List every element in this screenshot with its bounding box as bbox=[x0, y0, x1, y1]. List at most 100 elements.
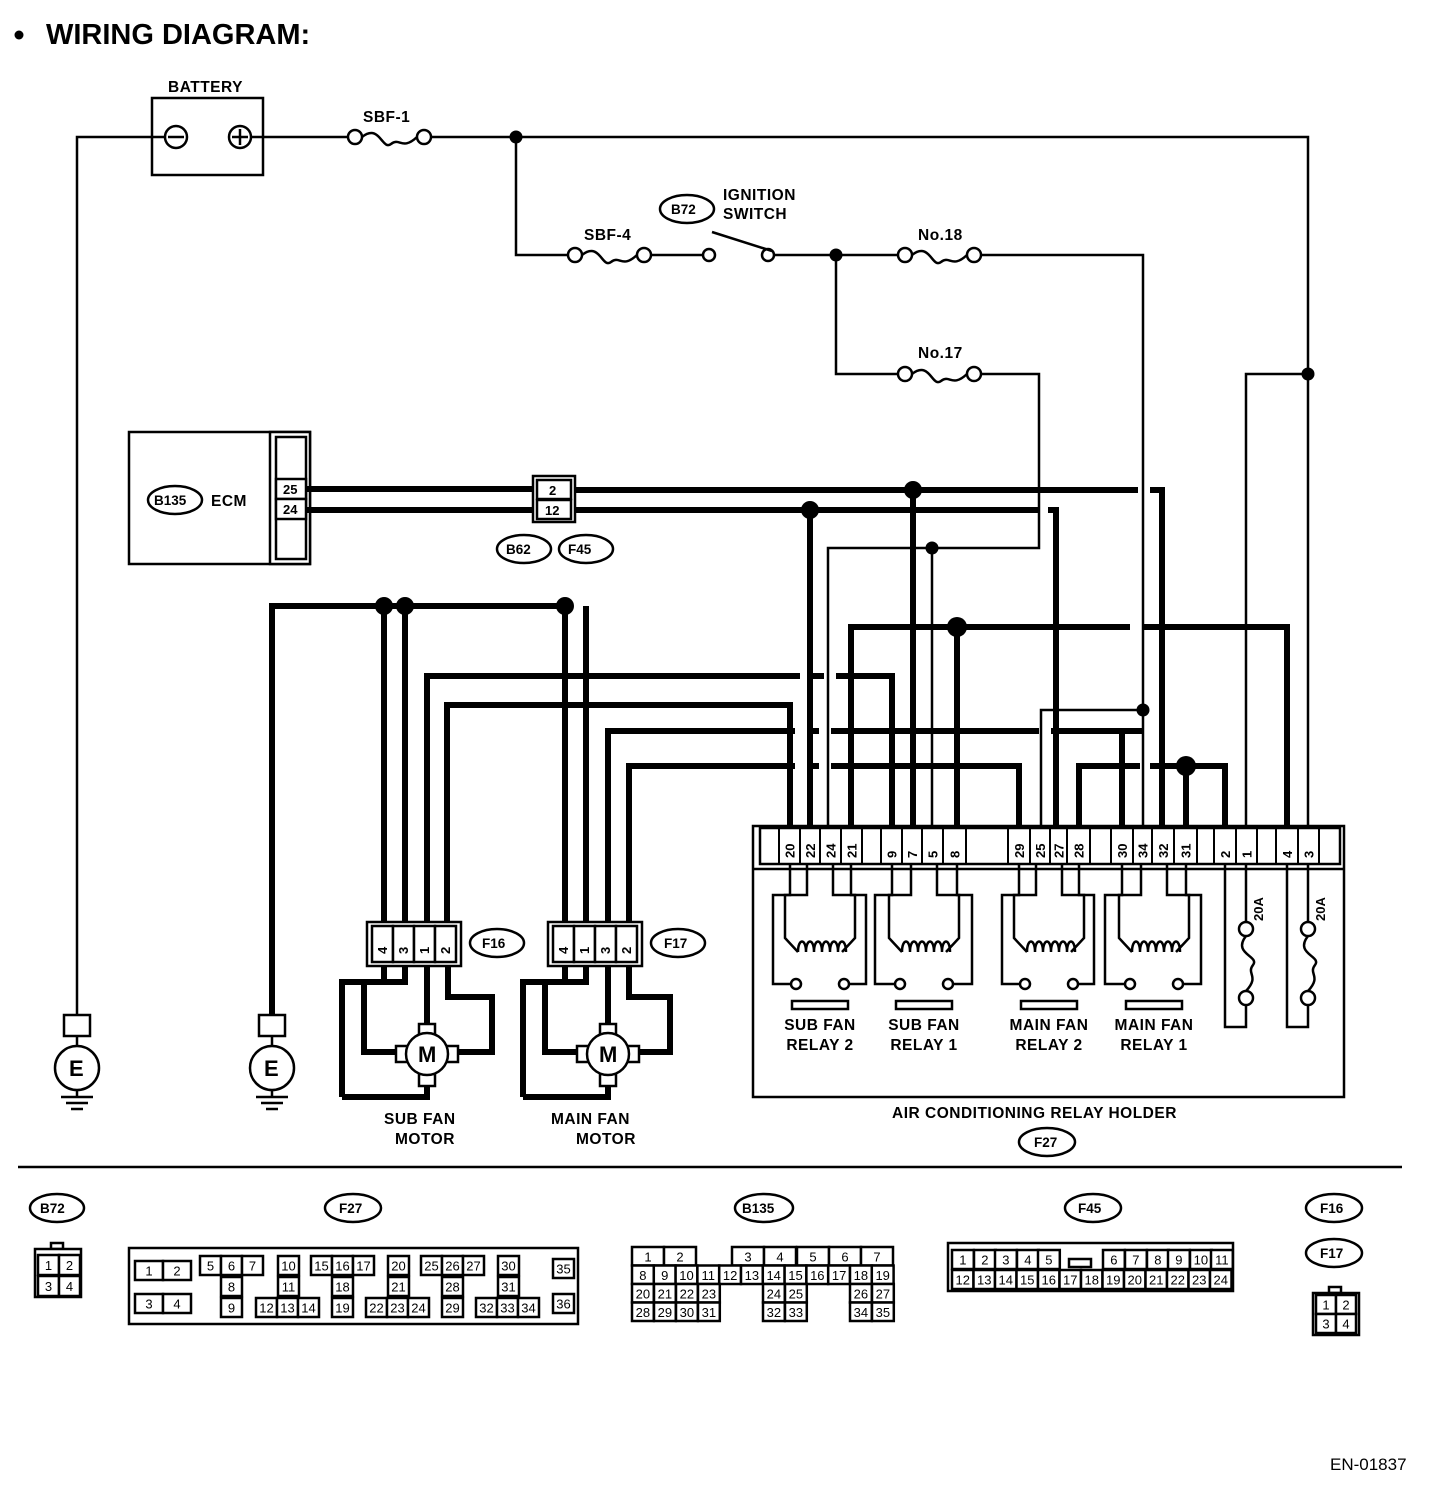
relay-holder-code: F27 bbox=[1034, 1135, 1057, 1150]
fuse-sbf4: SBF-4 bbox=[566, 227, 653, 265]
relay-label-4: MAIN FAN bbox=[1115, 1017, 1194, 1034]
b135-pin-11: 11 bbox=[702, 1268, 716, 1283]
f45-pin-7: 7 bbox=[1132, 1253, 1139, 1268]
inline-connector: 2 12 B62 F45 bbox=[495, 474, 615, 565]
f45-pin-21: 21 bbox=[1149, 1273, 1163, 1288]
f45-pin-13: 13 bbox=[977, 1273, 991, 1288]
relay-holder-pin-28: 28 bbox=[1072, 844, 1087, 858]
battery-label: BATTERY bbox=[168, 79, 243, 96]
ground-left: E bbox=[53, 1013, 101, 1111]
relay-4: MAIN FAN RELAY 1 bbox=[1103, 864, 1203, 1054]
relay-holder-pin-22: 22 bbox=[803, 844, 818, 858]
f27-pin-8: 8 bbox=[228, 1280, 235, 1295]
relay-holder-pin-32: 32 bbox=[1156, 844, 1171, 858]
relay-holder-pin-30: 30 bbox=[1115, 844, 1130, 858]
f27-pin-34: 34 bbox=[521, 1301, 535, 1316]
b135-pin-33: 33 bbox=[789, 1305, 803, 1320]
main_fan_pins-pin-1: 1 bbox=[577, 947, 592, 954]
b135-pin-19: 19 bbox=[875, 1268, 889, 1283]
relay-label-4-line-2: RELAY 1 bbox=[1120, 1037, 1187, 1054]
f27-pin-17: 17 bbox=[356, 1259, 370, 1274]
b135-pin-14: 14 bbox=[766, 1268, 780, 1283]
b135-pin-15: 15 bbox=[788, 1268, 802, 1283]
relay-label-2: SUB FAN bbox=[888, 1017, 960, 1034]
f45-pin-1: 1 bbox=[959, 1253, 966, 1268]
b135-pin-17: 17 bbox=[832, 1268, 846, 1283]
f27-pin-22: 22 bbox=[369, 1301, 383, 1316]
b72-pin-1: 1 bbox=[45, 1258, 52, 1273]
f27-pin-24: 24 bbox=[411, 1301, 425, 1316]
b135-pin-9: 9 bbox=[661, 1268, 668, 1283]
connector-f27-code: F27 bbox=[339, 1201, 362, 1216]
main_fan_pins-pin-3: 3 bbox=[598, 947, 613, 954]
b135-pin-30: 30 bbox=[680, 1305, 694, 1320]
relay-holder-pin-21: 21 bbox=[845, 844, 860, 858]
fuse-20a-label-1: 20A bbox=[1251, 897, 1266, 921]
b135-pin-16: 16 bbox=[810, 1268, 824, 1283]
main_fan_pins-pin-2: 2 bbox=[619, 947, 634, 954]
ecm-code: B135 bbox=[154, 493, 187, 508]
f45-pin-23: 23 bbox=[1192, 1273, 1206, 1288]
b72-pin-2: 2 bbox=[66, 1258, 73, 1273]
f27-pin-36: 36 bbox=[556, 1297, 570, 1312]
relay-holder-pin-34: 34 bbox=[1136, 843, 1151, 858]
relay-holder-pin-25: 25 bbox=[1033, 844, 1048, 858]
f27-pin-16: 16 bbox=[335, 1259, 349, 1274]
f27-pin-9: 9 bbox=[228, 1301, 235, 1316]
f27-pin-21: 21 bbox=[391, 1280, 405, 1295]
f45-pin-18: 18 bbox=[1085, 1273, 1099, 1288]
inline-pin-12: 12 bbox=[545, 503, 559, 518]
b135-pin-1: 1 bbox=[644, 1249, 651, 1264]
ecm-pin-25: 25 bbox=[283, 482, 297, 497]
f27-pin-33: 33 bbox=[500, 1301, 514, 1316]
sub_fan_pins-pin-1: 1 bbox=[417, 947, 432, 954]
relay-label-1: SUB FAN bbox=[784, 1017, 856, 1034]
inline-pin-2: 2 bbox=[549, 483, 556, 498]
main_fan_pins-pin-4: 4 bbox=[556, 946, 571, 954]
b135-pin-26: 26 bbox=[854, 1286, 868, 1301]
relay-2: SUB FAN RELAY 1 bbox=[873, 864, 974, 1054]
f45-pin-10: 10 bbox=[1194, 1253, 1208, 1268]
f27-pin-25: 25 bbox=[424, 1259, 438, 1274]
f45-pin-2: 2 bbox=[981, 1253, 988, 1268]
fuse-sbf4-label: SBF-4 bbox=[584, 227, 631, 244]
relay-holder-pin-20: 20 bbox=[783, 844, 798, 858]
f27-pin-19: 19 bbox=[335, 1301, 349, 1316]
f45-pin-4: 4 bbox=[1024, 1253, 1031, 1268]
b72-pin-3: 3 bbox=[45, 1279, 52, 1294]
f27-pin-3: 3 bbox=[145, 1297, 152, 1312]
f45-pin-3: 3 bbox=[1002, 1253, 1009, 1268]
b135-pin-4: 4 bbox=[776, 1249, 783, 1264]
f27-pin-4: 4 bbox=[173, 1297, 180, 1312]
battery: BATTERY bbox=[150, 79, 265, 177]
title-bullet bbox=[14, 30, 24, 40]
b135-pin-8: 8 bbox=[639, 1268, 646, 1283]
f27-pin-10: 10 bbox=[281, 1259, 295, 1274]
b135-pin-12: 12 bbox=[723, 1268, 737, 1283]
relay-holder-pin-24: 24 bbox=[824, 843, 839, 858]
inline-code-b62: B62 bbox=[506, 542, 531, 557]
fuse-sbf1-label: SBF-1 bbox=[363, 109, 410, 126]
fuse-sbf1: SBF-1 bbox=[346, 109, 433, 147]
ecm-pin-24: 24 bbox=[283, 502, 298, 517]
relay-holder-pin-9: 9 bbox=[885, 851, 900, 858]
fuse-no18-label: No.18 bbox=[918, 227, 963, 244]
f27-pin-20: 20 bbox=[391, 1259, 405, 1274]
relay-holder-fuse-1: 20A bbox=[1223, 864, 1266, 1029]
f45-pin-5: 5 bbox=[1045, 1253, 1052, 1268]
battery-main-bus bbox=[431, 135, 1310, 860]
b135-pin-34: 34 bbox=[854, 1305, 868, 1320]
main-fan-connector-code: F17 bbox=[664, 936, 687, 951]
relay-holder-pin-29: 29 bbox=[1012, 844, 1027, 858]
relay-label-2-line-2: RELAY 1 bbox=[890, 1037, 957, 1054]
f27-pin-1: 1 bbox=[145, 1264, 152, 1279]
f27-pin-31: 31 bbox=[501, 1280, 515, 1295]
b135-pin-35: 35 bbox=[876, 1305, 890, 1320]
f27-pin-14: 14 bbox=[301, 1301, 315, 1316]
b72-pin-4: 4 bbox=[66, 1279, 73, 1294]
